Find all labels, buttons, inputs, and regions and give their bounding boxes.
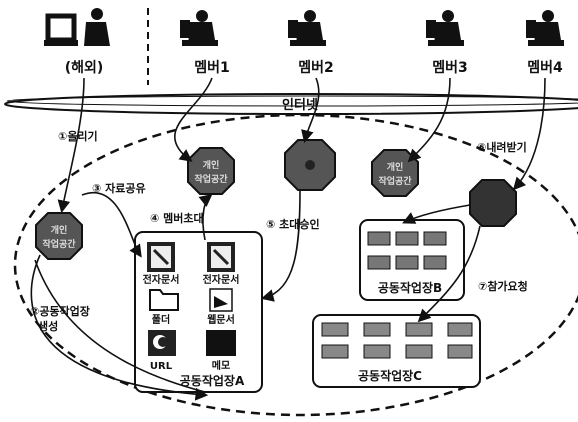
personal-space-label-2: 작업공간 [42,238,76,250]
personal-space-member4 [470,180,516,226]
memo-icon [206,330,236,356]
member1-label: 멤버1 [194,59,230,76]
doc-icon-2 [207,242,235,272]
personal-space-label-1: 개인 [387,161,404,173]
workspace-a-title: 공동작업장A [180,373,245,388]
workspace-a-item-4: 웹문서 [207,313,235,326]
personal-space-label-2: 작업공간 [378,175,412,187]
step-7-label: ⑦참가요청 [478,279,528,293]
member1-icon [180,10,218,46]
overseas-user-label: (해외) [65,59,104,76]
arrow-accept [264,190,300,298]
personal-space-label-1: 개인 [203,159,220,171]
personal-space-overseas: 개인 작업공간 [36,213,82,259]
arrow-download [515,78,545,188]
overseas-user-icon [44,8,110,46]
arrow-member3-to-space [410,78,450,160]
workspace-a-item-1: 전자문서 [143,273,180,286]
workspace-a-item-5: URL [150,361,173,372]
personal-space-member3: 개인 작업공간 [372,150,418,196]
workspace-c-title: 공동작업장C [358,368,422,383]
member3-label: 멤버3 [432,59,468,76]
workspace-a-item-6: 메모 [212,359,230,372]
member3-icon [426,10,464,46]
web-doc-icon [210,289,232,311]
step-5-label: ⑤ 초대승인 [266,217,320,231]
doc-icon-1 [147,242,175,272]
step-4-label: ④ 멤버초대 [150,211,204,225]
personal-space-member1: 개인 작업공간 [188,148,234,194]
arrow-share [82,193,140,255]
workspace-b-title: 공동작업장B [378,280,442,295]
personal-space-label-2: 작업공간 [194,173,228,185]
workspace-a-item-2: 전자문서 [203,273,240,286]
folder-icon [150,290,178,310]
workspace-a-item-3: 폴더 [152,313,170,326]
member4-icon [526,10,564,46]
member2-label: 멤버2 [298,59,334,76]
personal-space-member2 [285,140,335,190]
url-icon [148,330,176,356]
step-6-label: ⑥내려받기 [477,140,527,154]
personal-space-label-1: 개인 [51,224,68,236]
member2-icon [288,10,326,46]
internet-label: 인터넷 [282,97,318,113]
member4-label: 멤버4 [527,59,563,76]
